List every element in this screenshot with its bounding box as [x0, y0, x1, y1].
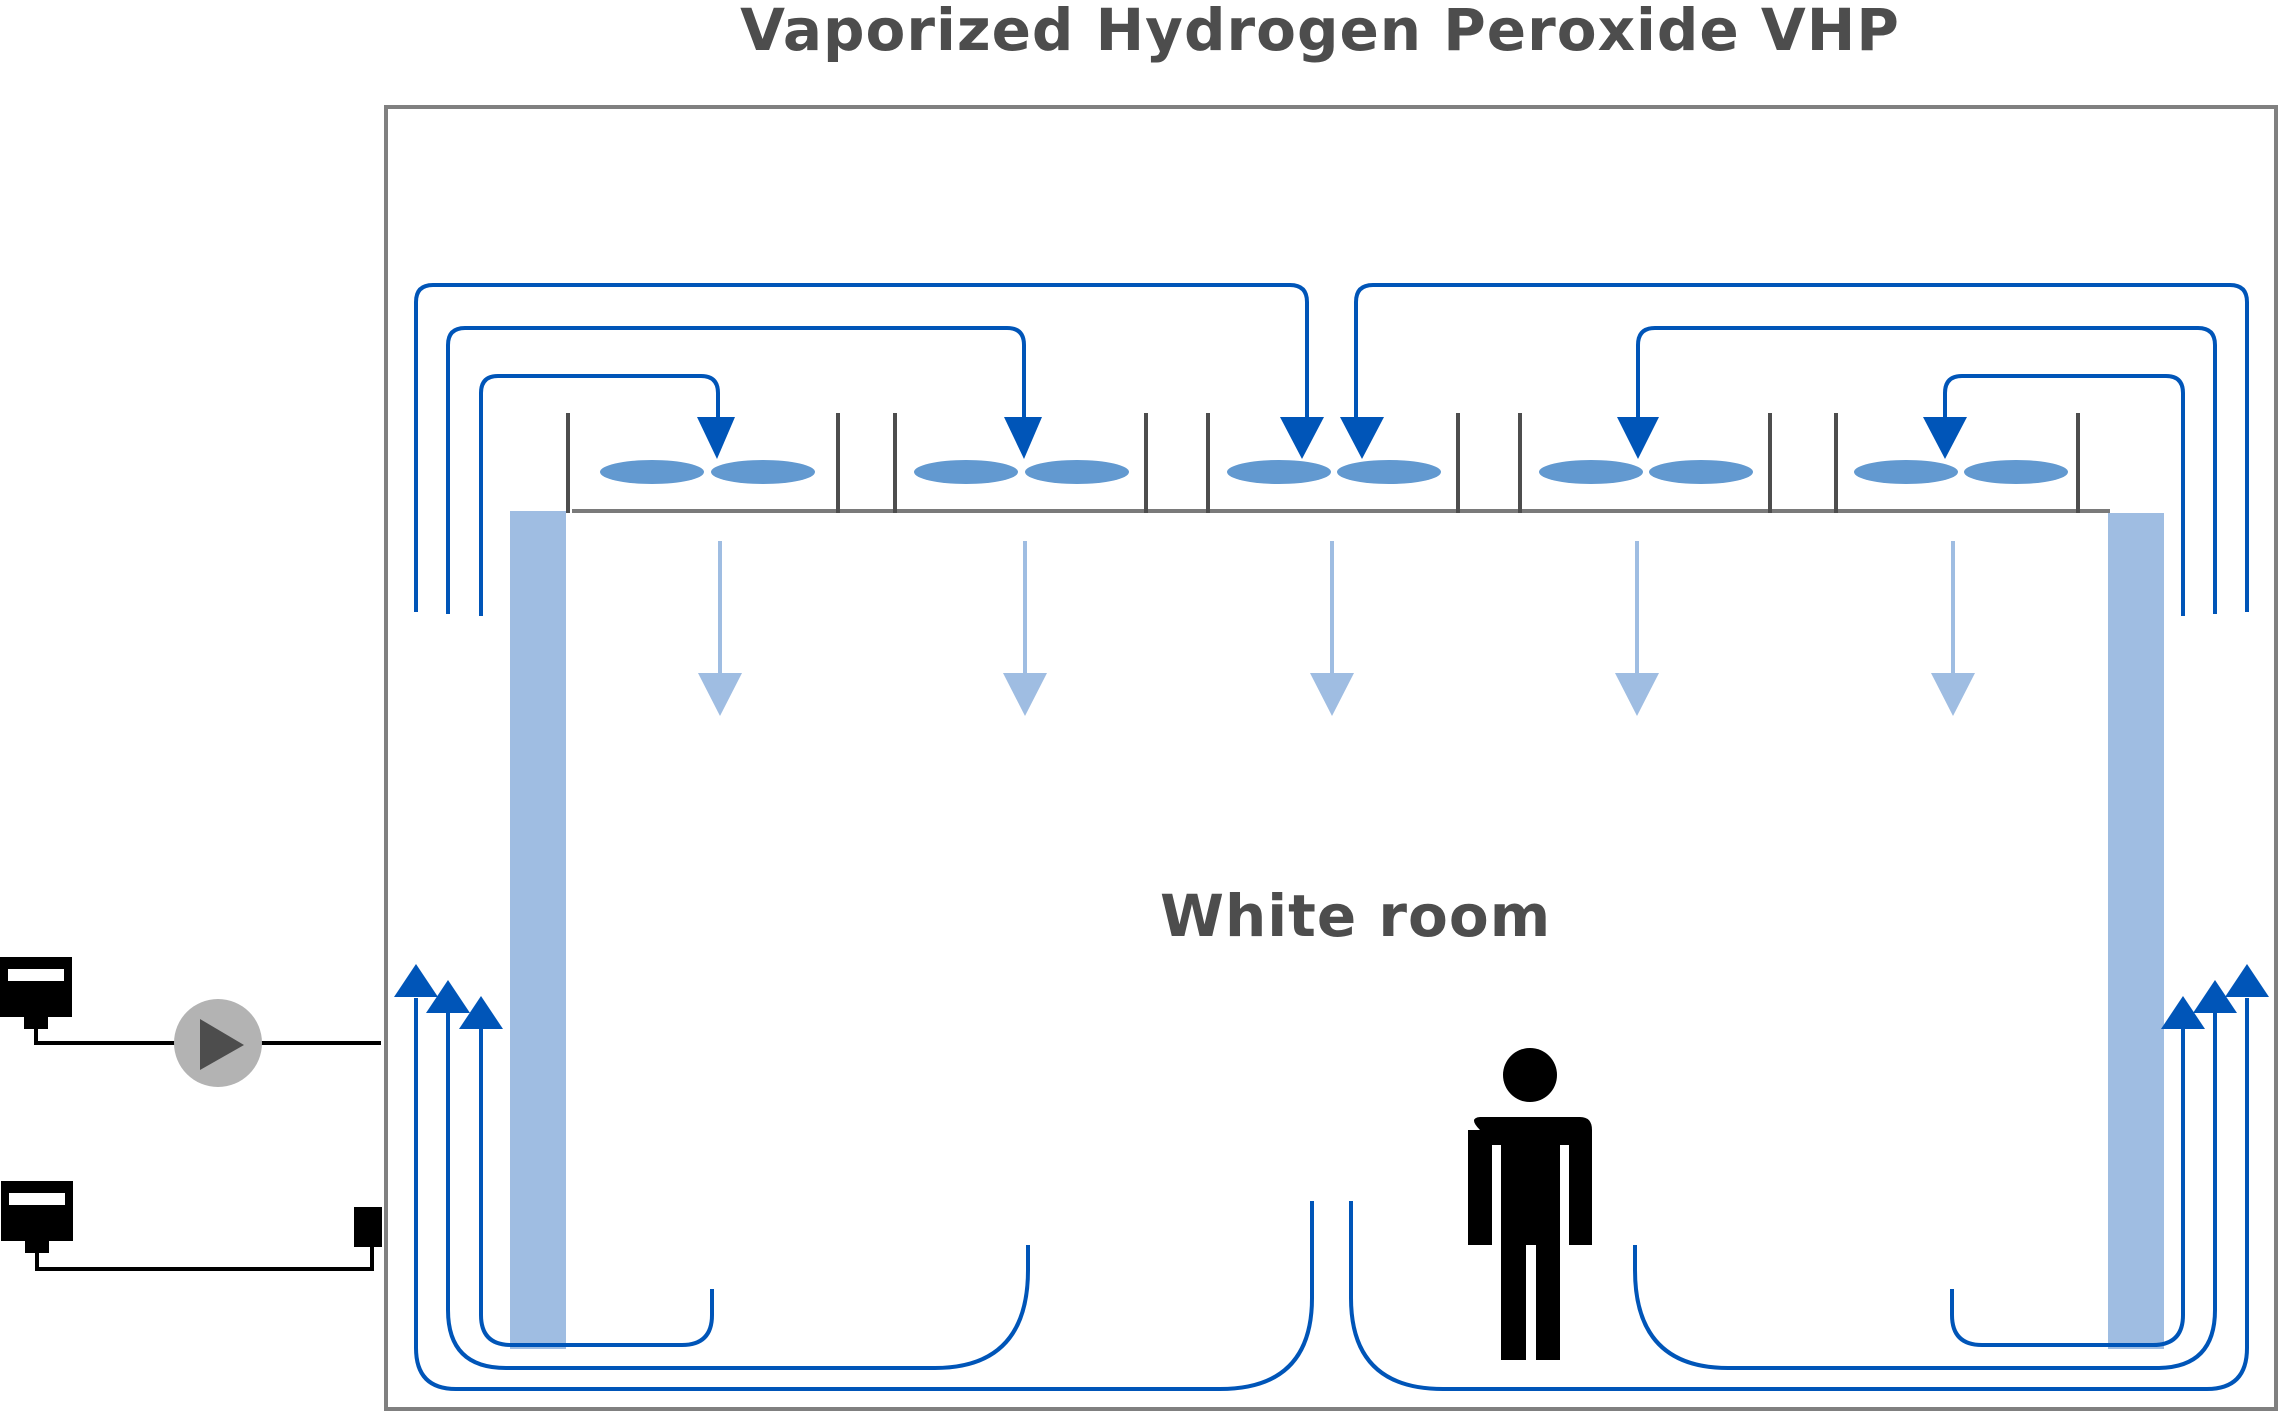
nozzle-icon [1280, 417, 1324, 459]
up-arrow-icon [394, 964, 438, 997]
supply-duct-right-inner [1943, 374, 2185, 616]
nozzle-icon [1004, 417, 1042, 459]
filter-element [1539, 460, 1643, 484]
nozzle-icon [1617, 417, 1659, 459]
return-duct-right-outer [1349, 998, 2249, 1391]
supply-line [34, 1029, 381, 1045]
nozzle-icon [697, 417, 735, 459]
return-duct-left-middle [446, 1010, 1030, 1370]
sensor-line [35, 1247, 374, 1271]
filter-element [1854, 460, 1958, 484]
supply-duct-left-middle [446, 326, 1026, 614]
room-frame [384, 105, 2278, 1411]
up-arrow-icon [2225, 964, 2269, 997]
vhp-generator-1[interactable] [0, 957, 72, 1029]
up-arrow-icon [2161, 996, 2205, 1029]
return-ducts [414, 998, 2249, 1391]
downflow-arrow [698, 541, 742, 716]
up-arrow-icon [426, 980, 470, 1013]
filter-partitions [566, 413, 2080, 513]
ceiling-filter-plenum [566, 413, 2110, 513]
supply-duct-left-inner [479, 374, 720, 616]
room-label: White room [1160, 882, 1552, 950]
return-arrowheads [394, 964, 2269, 1029]
pump[interactable] [174, 999, 262, 1087]
nozzle-icon [1923, 417, 1967, 459]
downflow-arrows [698, 541, 1975, 716]
person-icon [1468, 1048, 1592, 1360]
up-arrow-icon [2193, 980, 2237, 1013]
vhp-generator-icon [1, 1181, 73, 1241]
downflow-arrow [1615, 541, 1659, 716]
supply-nozzles [697, 417, 1967, 459]
return-duct-left-outer [414, 998, 1314, 1391]
downflow-arrow [1931, 541, 1975, 716]
return-duct-right-middle [1633, 1010, 2217, 1370]
downflow-arrow [1310, 541, 1354, 716]
downflow-arrow [1003, 541, 1047, 716]
filter-element [914, 460, 1018, 484]
up-arrow-icon [459, 996, 503, 1029]
vhp-generator-2[interactable] [1, 1181, 73, 1253]
diagram-title: Vaporized Hydrogen Peroxide VHP [740, 0, 1900, 64]
supply-ducts [414, 283, 2249, 616]
sensor-probe [354, 1207, 382, 1247]
nozzle-icon [1340, 417, 1384, 459]
return-duct-left-inner [479, 1020, 714, 1347]
vhp-generator-icon [0, 957, 72, 1017]
filter-element [1025, 460, 1129, 484]
supply-duct-right-outer [1354, 283, 2249, 612]
supply-duct-left-outer [414, 283, 1309, 612]
supply-duct-right-middle [1636, 326, 2217, 614]
hepa-filters [600, 460, 2068, 484]
filter-element [600, 460, 704, 484]
filter-element [1964, 460, 2068, 484]
filter-element [711, 460, 815, 484]
filter-element [1337, 460, 1441, 484]
filter-element [1649, 460, 1753, 484]
filter-element [1227, 460, 1331, 484]
return-wall-left [510, 511, 566, 1349]
return-duct-right-inner [1950, 1020, 2185, 1347]
pump-play-icon [200, 1019, 244, 1070]
return-wall-right [2108, 513, 2164, 1349]
